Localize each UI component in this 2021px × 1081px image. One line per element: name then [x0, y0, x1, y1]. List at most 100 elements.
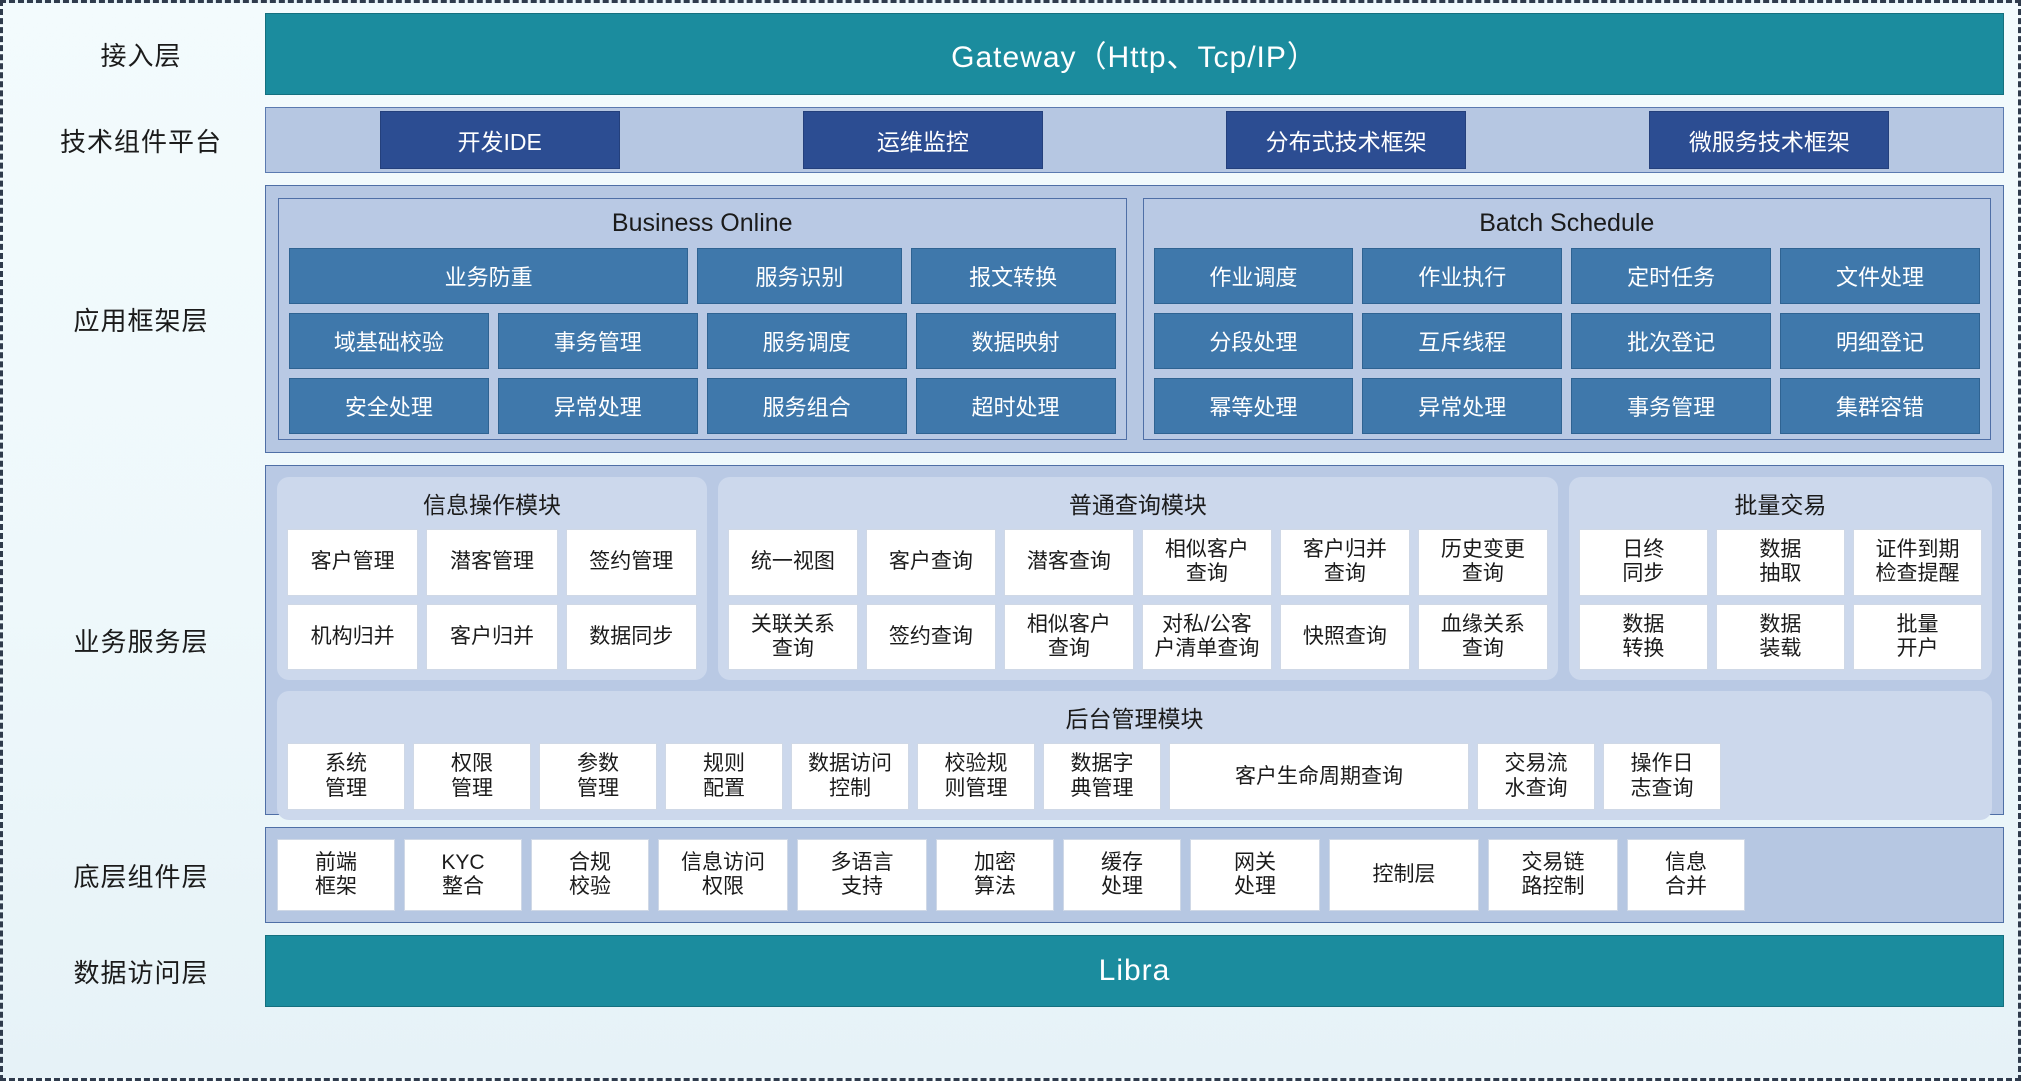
layer-label-business-service: 业务服务层 — [73, 626, 209, 657]
base-component-cell[interactable]: 前端 框架 — [277, 839, 395, 911]
service-cell[interactable]: 相似客户 查询 — [1141, 529, 1272, 596]
service-cell[interactable]: 客户管理 — [287, 529, 419, 596]
framework-tile-row: 幂等处理异常处理事务管理集群容错 — [1153, 378, 1980, 434]
framework-tile[interactable]: 服务调度 — [706, 313, 907, 369]
service-cell[interactable]: 签约查询 — [865, 603, 996, 671]
framework-tile[interactable]: 作业调度 — [1153, 248, 1354, 304]
service-cell[interactable]: 批量 开户 — [1852, 603, 1982, 671]
framework-tile[interactable]: 超时处理 — [915, 378, 1116, 434]
framework-tile[interactable]: 服务组合 — [706, 378, 907, 434]
base-component-cell[interactable]: KYC 整合 — [404, 839, 522, 911]
framework-tile-row: 域基础校验事务管理服务调度数据映射 — [289, 313, 1116, 369]
framework-tile-row: 作业调度作业执行定时任务文件处理 — [1153, 248, 1980, 304]
backoffice-cell[interactable]: 权限 管理 — [413, 743, 531, 811]
layer-data-access: 数据访问层 Libra — [17, 935, 2004, 1007]
service-cell[interactable]: 关联关系 查询 — [727, 603, 858, 671]
base-component-cell[interactable]: 信息访问 权限 — [658, 839, 788, 911]
backoffice-cell[interactable]: 规则 配置 — [665, 743, 783, 811]
framework-tile[interactable]: 安全处理 — [289, 378, 489, 434]
backoffice-cell[interactable]: 数据访问 控制 — [791, 743, 909, 811]
service-cell[interactable]: 签约管理 — [565, 529, 697, 596]
backoffice-cell[interactable]: 系统 管理 — [287, 743, 405, 811]
tech-platform-strip: 开发IDE 运维监控 分布式技术框架 微服务技术框架 — [265, 107, 2004, 173]
base-component-cell[interactable]: 缓存 处理 — [1063, 839, 1181, 911]
backoffice-cell[interactable]: 客户生命周期查询 — [1169, 743, 1469, 811]
framework-tile[interactable]: 域基础校验 — [289, 313, 489, 369]
framework-tile[interactable]: 集群容错 — [1780, 378, 1980, 434]
service-cell[interactable]: 日终 同步 — [1578, 529, 1708, 596]
framework-tile[interactable]: 事务管理 — [497, 313, 698, 369]
framework-tile-row: 业务防重服务识别报文转换 — [289, 248, 1116, 304]
service-cell[interactable]: 数据 抽取 — [1715, 529, 1845, 596]
service-cell[interactable]: 对私/公客 户清单查询 — [1141, 603, 1272, 671]
service-cell[interactable]: 客户查询 — [865, 529, 996, 596]
framework-tile[interactable]: 事务管理 — [1571, 378, 1772, 434]
service-cell[interactable]: 历史变更 查询 — [1417, 529, 1548, 596]
framework-tile[interactable]: 作业执行 — [1362, 248, 1563, 304]
service-cell[interactable]: 相似客户 查询 — [1003, 603, 1134, 671]
framework-tile[interactable]: 异常处理 — [497, 378, 698, 434]
service-modules-row: 信息操作模块客户管理潜客管理签约管理机构归并客户归并数据同步普通查询模块统一视图… — [277, 477, 1992, 681]
framework-tile[interactable]: 批次登记 — [1571, 313, 1772, 369]
service-cell[interactable]: 统一视图 — [727, 529, 858, 596]
framework-tile[interactable]: 业务防重 — [289, 248, 689, 304]
layer-access: 接入层 Gateway（Http、Tcp/IP） — [17, 13, 2004, 95]
layer-label-app-framework: 应用框架层 — [73, 305, 209, 336]
framework-tile[interactable]: 互斥线程 — [1362, 313, 1563, 369]
tech-chip-1[interactable]: 运维监控 — [802, 111, 1043, 169]
base-component-cell[interactable]: 控制层 — [1329, 839, 1479, 911]
framework-tile[interactable]: 分段处理 — [1153, 313, 1354, 369]
service-cell[interactable]: 潜客查询 — [1003, 529, 1134, 596]
base-component-cell[interactable]: 网关 处理 — [1190, 839, 1320, 911]
service-card-0: 信息操作模块客户管理潜客管理签约管理机构归并客户归并数据同步 — [277, 477, 707, 681]
backoffice-cell[interactable]: 操作日 志查询 — [1603, 743, 1721, 811]
framework-tile[interactable]: 明细登记 — [1780, 313, 1980, 369]
backoffice-cell[interactable]: 数据字 典管理 — [1043, 743, 1161, 811]
tech-chip-3[interactable]: 微服务技术框架 — [1649, 111, 1890, 169]
tech-chip-0[interactable]: 开发IDE — [379, 111, 620, 169]
service-cell[interactable]: 血缘关系 查询 — [1417, 603, 1548, 671]
service-cell[interactable]: 数据同步 — [565, 603, 697, 671]
framework-tile[interactable]: 文件处理 — [1780, 248, 1980, 304]
framework-tile[interactable]: 报文转换 — [910, 248, 1116, 304]
framework-tile[interactable]: 数据映射 — [915, 313, 1116, 369]
base-component-cell[interactable]: 合规 校验 — [531, 839, 649, 911]
service-cell[interactable]: 证件到期 检查提醒 — [1852, 529, 1982, 596]
service-cell[interactable]: 数据 转换 — [1578, 603, 1708, 671]
service-cell[interactable]: 潜客管理 — [426, 529, 558, 596]
service-cell[interactable]: 机构归并 — [287, 603, 419, 671]
service-cell[interactable]: 数据 装载 — [1715, 603, 1845, 671]
tech-chip-2[interactable]: 分布式技术框架 — [1226, 111, 1467, 169]
service-cell-row: 日终 同步数据 抽取证件到期 检查提醒 — [1578, 529, 1982, 596]
layer-business-service: 业务服务层 信息操作模块客户管理潜客管理签约管理机构归并客户归并数据同步普通查询… — [17, 465, 2004, 821]
backoffice-cell[interactable]: 交易流 水查询 — [1477, 743, 1595, 811]
backoffice-module-card: 后台管理模块 系统 管理权限 管理参数 管理规则 配置数据访问 控制校验规 则管… — [277, 691, 1992, 821]
service-cell-grid: 客户管理潜客管理签约管理机构归并客户归并数据同步 — [287, 529, 697, 671]
backoffice-cell[interactable]: 参数 管理 — [539, 743, 657, 811]
base-component-cell[interactable]: 加密 算法 — [936, 839, 1054, 911]
framework-tile[interactable]: 幂等处理 — [1153, 378, 1354, 434]
service-card-1: 普通查询模块统一视图客户查询潜客查询相似客户 查询客户归并 查询历史变更 查询关… — [717, 477, 1558, 681]
base-component-cell[interactable]: 信息 合并 — [1627, 839, 1745, 911]
gateway-bar: Gateway（Http、Tcp/IP） — [265, 13, 2004, 95]
service-card-2: 批量交易日终 同步数据 抽取证件到期 检查提醒数据 转换数据 装载批量 开户 — [1568, 477, 1992, 681]
layer-label-base-component: 底层组件层 — [73, 861, 209, 892]
framework-tile[interactable]: 服务识别 — [697, 248, 902, 304]
backoffice-cell[interactable]: 校验规 则管理 — [917, 743, 1035, 811]
base-component-cell[interactable]: 多语言 支持 — [797, 839, 927, 911]
service-card-title: 批量交易 — [1734, 492, 1827, 518]
service-cell-row: 统一视图客户查询潜客查询相似客户 查询客户归并 查询历史变更 查询 — [727, 529, 1548, 596]
framework-tile[interactable]: 异常处理 — [1362, 378, 1563, 434]
framework-tile-grid: 作业调度作业执行定时任务文件处理分段处理互斥线程批次登记明细登记幂等处理异常处理… — [1153, 248, 1980, 434]
service-cell[interactable]: 客户归并 — [426, 603, 558, 671]
service-cell-row: 关联关系 查询签约查询相似客户 查询对私/公客 户清单查询快照查询血缘关系 查询 — [727, 603, 1548, 671]
service-cell[interactable]: 快照查询 — [1279, 603, 1410, 671]
service-cell[interactable]: 客户归并 查询 — [1279, 529, 1410, 596]
base-component-cell[interactable]: 交易链 路控制 — [1488, 839, 1618, 911]
framework-tile[interactable]: 定时任务 — [1571, 248, 1772, 304]
service-card-title: 信息操作模块 — [422, 492, 561, 518]
